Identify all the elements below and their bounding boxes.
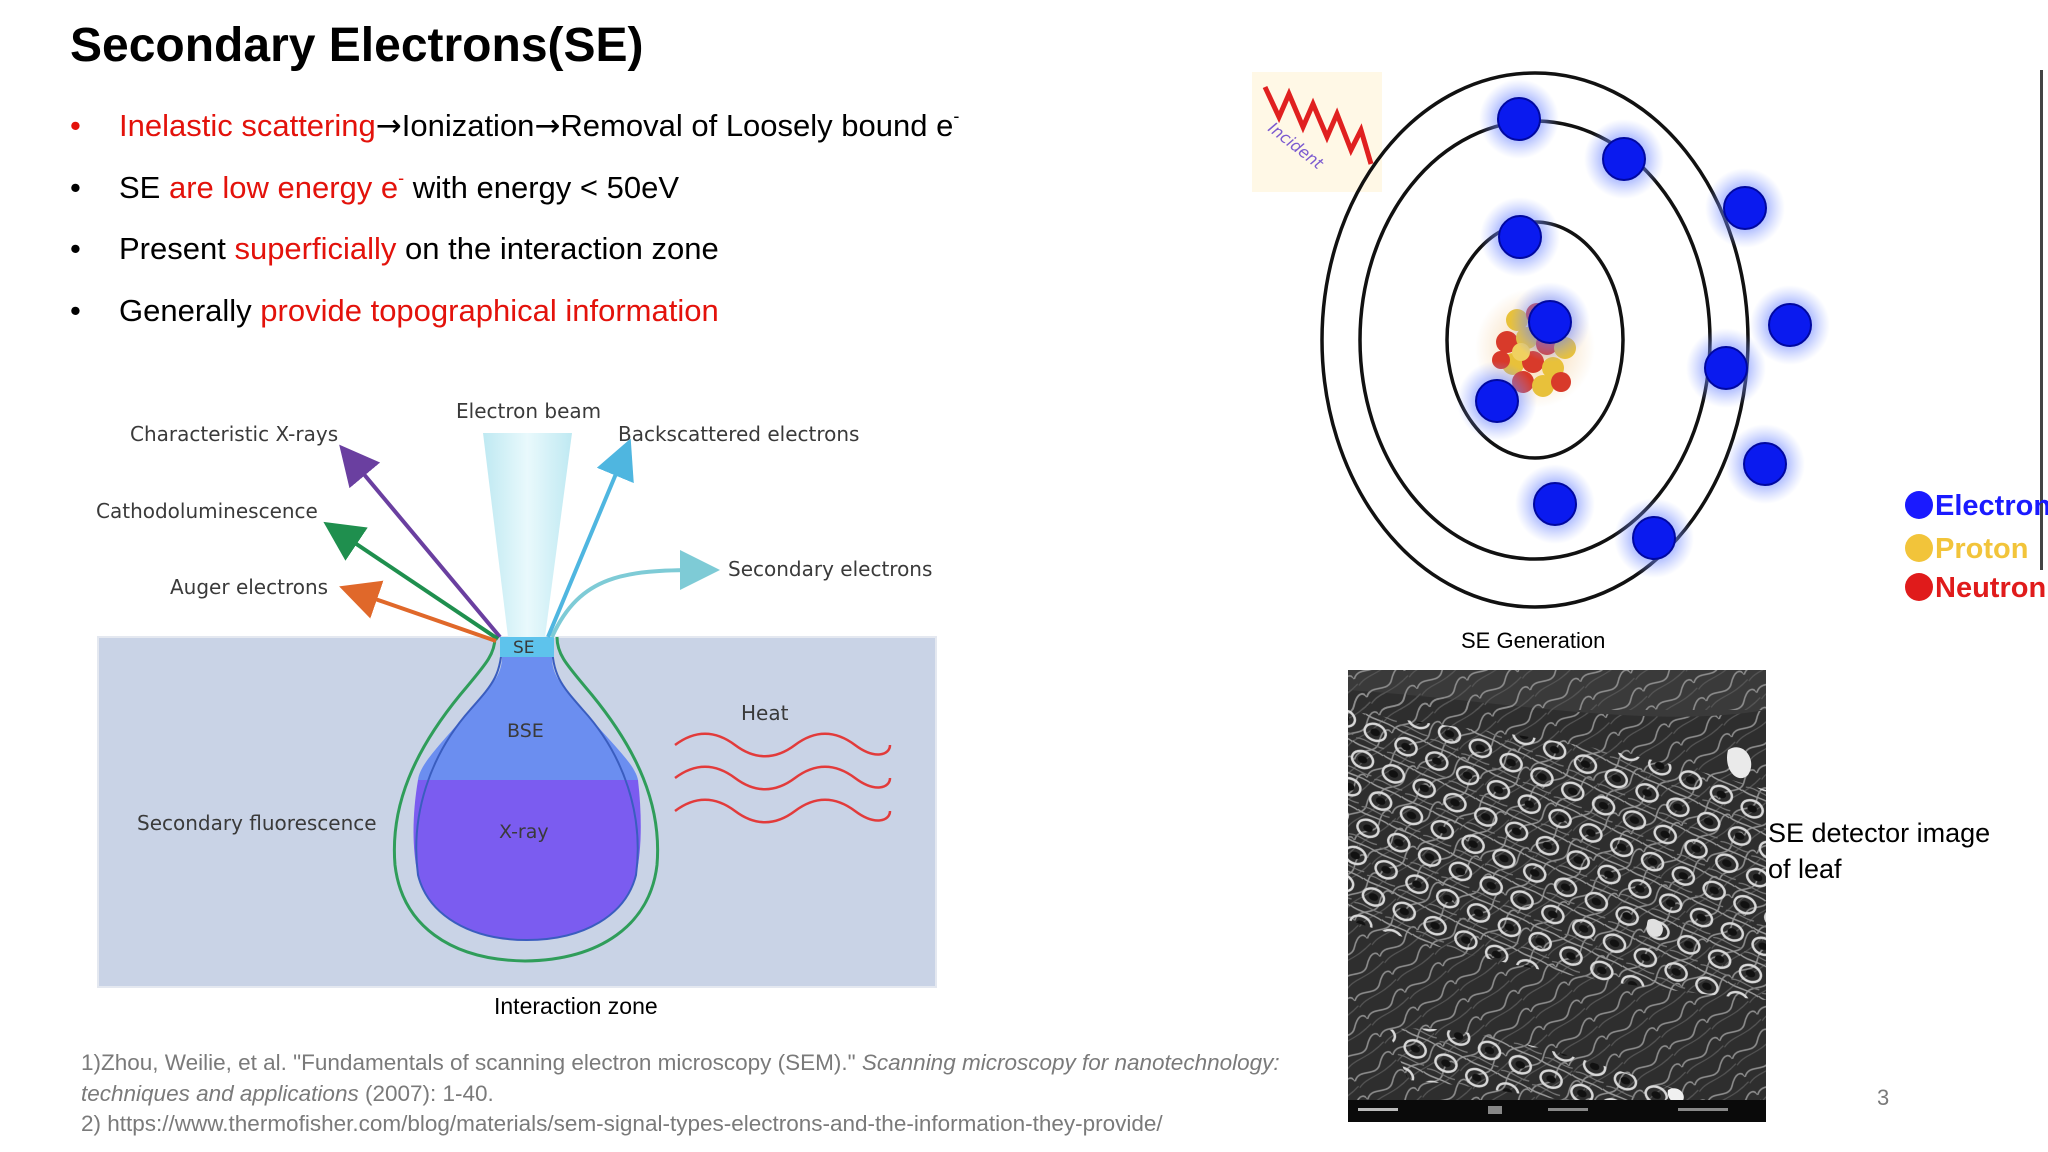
electron-legend-label: Electron bbox=[1935, 490, 2048, 522]
atom-legend: Electron Proton Neutron bbox=[1905, 70, 2048, 604]
bullet-item-3: • Present superficially on the interacti… bbox=[70, 231, 1170, 293]
cathodo-label: Cathodoluminescence bbox=[96, 499, 318, 523]
heat-wave bbox=[674, 798, 892, 824]
bulb-outline bbox=[415, 640, 639, 942]
slide-title: Secondary Electrons(SE) bbox=[70, 19, 644, 72]
fluorescence-envelope bbox=[392, 636, 660, 963]
electron-beam-label: Electron beam bbox=[456, 399, 601, 423]
electron-legend-icon bbox=[1905, 491, 1933, 519]
heat-label: Heat bbox=[741, 701, 789, 725]
diagram-caption: Interaction zone bbox=[494, 993, 658, 1019]
reference-1: 1)Zhou, Weilie, et al. "Fundamentals of … bbox=[81, 1048, 1280, 1079]
bullet-4-pre: Generally bbox=[119, 292, 261, 328]
reference-1-tail: (2007): 1-40. bbox=[358, 1080, 494, 1106]
bullet-item-4: • Generally provide topographical inform… bbox=[70, 293, 1170, 355]
bullet-2-pre: SE bbox=[119, 169, 169, 205]
backscattered-label: Backscattered electrons bbox=[618, 422, 859, 446]
bullet-4-red: provide topographical information bbox=[260, 292, 719, 328]
interaction-zone-diagram: Electron beam Characteristic X-rays Back… bbox=[90, 395, 950, 995]
sem-caption-line-1: SE detector image bbox=[1768, 818, 1991, 848]
fluorescence-label: Secondary fluorescence bbox=[137, 811, 377, 835]
xray-label: Characteristic X-rays bbox=[130, 422, 338, 446]
references: 1)Zhou, Weilie, et al. "Fundamentals of … bbox=[81, 1048, 1280, 1140]
bullet-dot: • bbox=[70, 108, 81, 143]
bse-label: BSE bbox=[507, 720, 544, 742]
sem-leaf-image bbox=[1348, 670, 1766, 1122]
reference-1-journal: Scanning microscopy for nanotechnology: bbox=[861, 1050, 1280, 1075]
atom-illustration: Incident bbox=[1245, 62, 2048, 622]
incident-wave: Incident bbox=[1252, 72, 1382, 192]
bse-zone bbox=[418, 657, 638, 780]
auger-arrow bbox=[339, 580, 497, 643]
reference-1-journal-cont: techniques and applications bbox=[81, 1080, 359, 1106]
atom-caption: SE Generation bbox=[1461, 628, 1606, 653]
reference-2[interactable]: 2) https://www.thermofisher.com/blog/mat… bbox=[81, 1111, 1163, 1136]
bullet-dot: • bbox=[70, 169, 81, 205]
bse-arrow bbox=[546, 438, 634, 638]
bullet-item-2: • SE are low energy e- with energy < 50e… bbox=[70, 167, 1170, 232]
se-label: SE bbox=[513, 638, 535, 658]
sem-caption-line-2: of leaf bbox=[1768, 854, 1842, 884]
right-arrow-icon: → bbox=[534, 108, 561, 144]
proton-legend-label: Proton bbox=[1935, 533, 2028, 565]
electron-beam bbox=[483, 433, 572, 637]
bullet-2-post: with energy < 50eV bbox=[404, 169, 680, 205]
xray-zone bbox=[413, 780, 641, 940]
bullet-3-red: superficially bbox=[234, 231, 397, 266]
superscript: - bbox=[398, 167, 405, 188]
bullet-list: • Inelastic scattering→Ionization→Remova… bbox=[70, 106, 1170, 355]
bullet-1-text-b: Removal of Loosely bound e bbox=[560, 108, 954, 143]
bullet-dot: • bbox=[70, 292, 81, 328]
reference-1-cont: techniques and applications (2007): 1-40… bbox=[81, 1079, 1280, 1110]
bullet-3-pre: Present bbox=[119, 231, 235, 266]
bullet-3-post: on the interaction zone bbox=[396, 231, 719, 266]
xray-zone-label: X-ray bbox=[499, 821, 549, 843]
superscript: - bbox=[953, 106, 960, 126]
bullet-item-1: • Inelastic scattering→Ionization→Remova… bbox=[70, 106, 1170, 170]
se-zone bbox=[500, 637, 554, 657]
bullet-2-red: are low energy e bbox=[168, 169, 399, 205]
heat-wave bbox=[674, 732, 892, 758]
bullet-1-text-a: Ionization bbox=[401, 108, 535, 143]
bullet-1-red: Inelastic scattering bbox=[119, 108, 376, 143]
sem-caption: SE detector image of leaf bbox=[1768, 815, 1990, 887]
cathodo-arrow bbox=[323, 521, 500, 641]
xray-arrow bbox=[339, 444, 502, 639]
bullet-dot: • bbox=[70, 231, 81, 266]
neutron-legend-label: Neutron bbox=[1935, 572, 2046, 604]
reference-1-text: 1)Zhou, Weilie, et al. "Fundamentals of … bbox=[81, 1050, 862, 1075]
proton-legend-icon bbox=[1905, 534, 1933, 562]
auger-label: Auger electrons bbox=[170, 575, 328, 599]
neutron-legend-icon bbox=[1905, 573, 1933, 601]
right-arrow-icon: → bbox=[375, 108, 402, 144]
page-number: 3 bbox=[1877, 1085, 1890, 1110]
electrons bbox=[1457, 79, 1830, 578]
secondary-electrons-label: Secondary electrons bbox=[728, 557, 932, 581]
se-arrow bbox=[550, 550, 720, 638]
heat-wave bbox=[674, 765, 892, 791]
